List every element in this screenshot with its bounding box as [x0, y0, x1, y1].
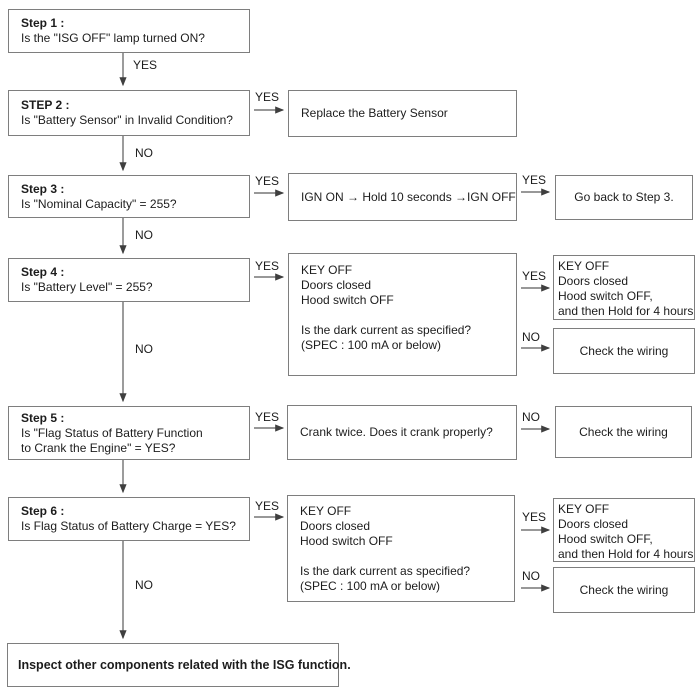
condition-line: Hood switch OFF,	[558, 289, 653, 303]
check-wiring-box-3: Check the wiring	[553, 567, 695, 613]
label-step6-no: NO	[135, 578, 153, 592]
check-wiring-box-1: Check the wiring	[553, 328, 695, 374]
step6-box: Step 6 : Is Flag Status of Battery Charg…	[8, 497, 250, 541]
label-step4-no: NO	[135, 342, 153, 356]
label-dark2-no: NO	[522, 569, 540, 583]
condition-line: Hood switch OFF	[300, 534, 393, 548]
go-back-step3-text: Go back to Step 3.	[574, 190, 674, 204]
condition-line: Doors closed	[558, 274, 629, 288]
condition-line: Doors closed	[558, 517, 629, 531]
dark-current-check-box-1: KEY OFF Doors closed Hood switch OFF Is …	[288, 253, 517, 376]
final-inspect-box: Inspect other components related with th…	[7, 643, 351, 687]
step2-question: Is "Battery Sensor" in Invalid Condition…	[21, 113, 233, 127]
ign-cycle-text: IGN ON → Hold 10 seconds →IGN OFF	[301, 189, 516, 204]
go-back-step3-box: Go back to Step 3.	[555, 175, 693, 220]
condition-line: KEY OFF	[558, 502, 610, 516]
step4-heading: Step 4 :	[21, 265, 65, 279]
step1-question: Is the "ISG OFF" lamp turned ON?	[21, 31, 205, 45]
ign-cycle-box: IGN ON → Hold 10 seconds →IGN OFF	[288, 173, 517, 221]
replace-battery-sensor-box: Replace the Battery Sensor	[288, 90, 517, 137]
condition-line: Doors closed	[300, 519, 371, 533]
dark-current-check-box-2: KEY OFF Doors closed Hood switch OFF Is …	[287, 495, 515, 602]
step6-question: Is Flag Status of Battery Charge = YES?	[21, 519, 236, 533]
step3-box: Step 3 : Is "Nominal Capacity" = 255?	[8, 175, 250, 218]
step1-box: Step 1 : Is the "ISG OFF" lamp turned ON…	[8, 9, 250, 53]
label-dark1-no: NO	[522, 330, 540, 344]
condition-line: and then Hold for 4 hours	[558, 547, 694, 561]
question-line: Is the dark current as specified?	[300, 564, 471, 578]
label-step3-yes: YES	[255, 174, 280, 188]
label-step4-yes: YES	[255, 259, 280, 273]
condition-line: KEY OFF	[301, 263, 353, 277]
label-ign-yes: YES	[522, 173, 547, 187]
step5-question-line2: to Crank the Engine" = YES?	[21, 440, 176, 455]
step5-heading: Step 5 :	[21, 410, 65, 425]
hold-4-hours-box-1: KEY OFF Doors closed Hood switch OFF, an…	[553, 255, 695, 320]
label-crank-no: NO	[522, 410, 540, 424]
spec-line: (SPEC : 100 mA or below)	[300, 579, 441, 593]
label-step1-yes: YES	[133, 58, 158, 72]
spec-line: (SPEC : 100 mA or below)	[301, 338, 442, 352]
condition-line: Doors closed	[301, 278, 372, 292]
step4-box: Step 4 : Is "Battery Level" = 255?	[8, 258, 250, 302]
check-wiring-box-2: Check the wiring	[555, 406, 692, 458]
step4-question: Is "Battery Level" = 255?	[21, 280, 153, 294]
blank-line	[301, 308, 516, 323]
step2-heading: STEP 2 :	[21, 98, 70, 112]
hold-4-hours-box-2: KEY OFF Doors closed Hood switch OFF, an…	[553, 498, 695, 562]
condition-line: KEY OFF	[300, 504, 352, 518]
crank-twice-text: Crank twice. Does it crank properly?	[300, 425, 493, 439]
replace-battery-sensor-text: Replace the Battery Sensor	[301, 106, 448, 120]
label-dark1-yes: YES	[522, 269, 547, 283]
step3-heading: Step 3 :	[21, 181, 65, 196]
final-inspect-text: Inspect other components related with th…	[18, 657, 351, 672]
step5-question-line1: Is "Flag Status of Battery Function	[21, 425, 203, 440]
question-line: Is the dark current as specified?	[301, 323, 472, 337]
step1-heading: Step 1 :	[21, 16, 65, 30]
check-wiring-text: Check the wiring	[579, 343, 669, 358]
step3-question: Is "Nominal Capacity" = 255?	[21, 196, 177, 211]
step6-heading: Step 6 :	[21, 504, 65, 518]
label-step3-no: NO	[135, 228, 153, 242]
step2-box: STEP 2 : Is "Battery Sensor" in Invalid …	[8, 90, 250, 136]
label-step5-yes: YES	[255, 410, 280, 424]
label-step2-no: NO	[135, 146, 153, 160]
step5-box: Step 5 : Is "Flag Status of Battery Func…	[8, 406, 250, 460]
condition-line: KEY OFF	[558, 259, 610, 273]
condition-line: Hood switch OFF	[301, 293, 394, 307]
crank-twice-box: Crank twice. Does it crank properly?	[287, 405, 517, 460]
label-step2-yes: YES	[255, 90, 280, 104]
label-step6-yes: YES	[255, 499, 280, 513]
label-dark2-yes: YES	[522, 510, 547, 524]
condition-line: Hood switch OFF,	[558, 532, 653, 546]
check-wiring-text: Check the wiring	[579, 582, 669, 597]
blank-line	[300, 549, 514, 564]
check-wiring-text: Check the wiring	[579, 424, 668, 439]
condition-line: and then Hold for 4 hours	[558, 304, 694, 318]
